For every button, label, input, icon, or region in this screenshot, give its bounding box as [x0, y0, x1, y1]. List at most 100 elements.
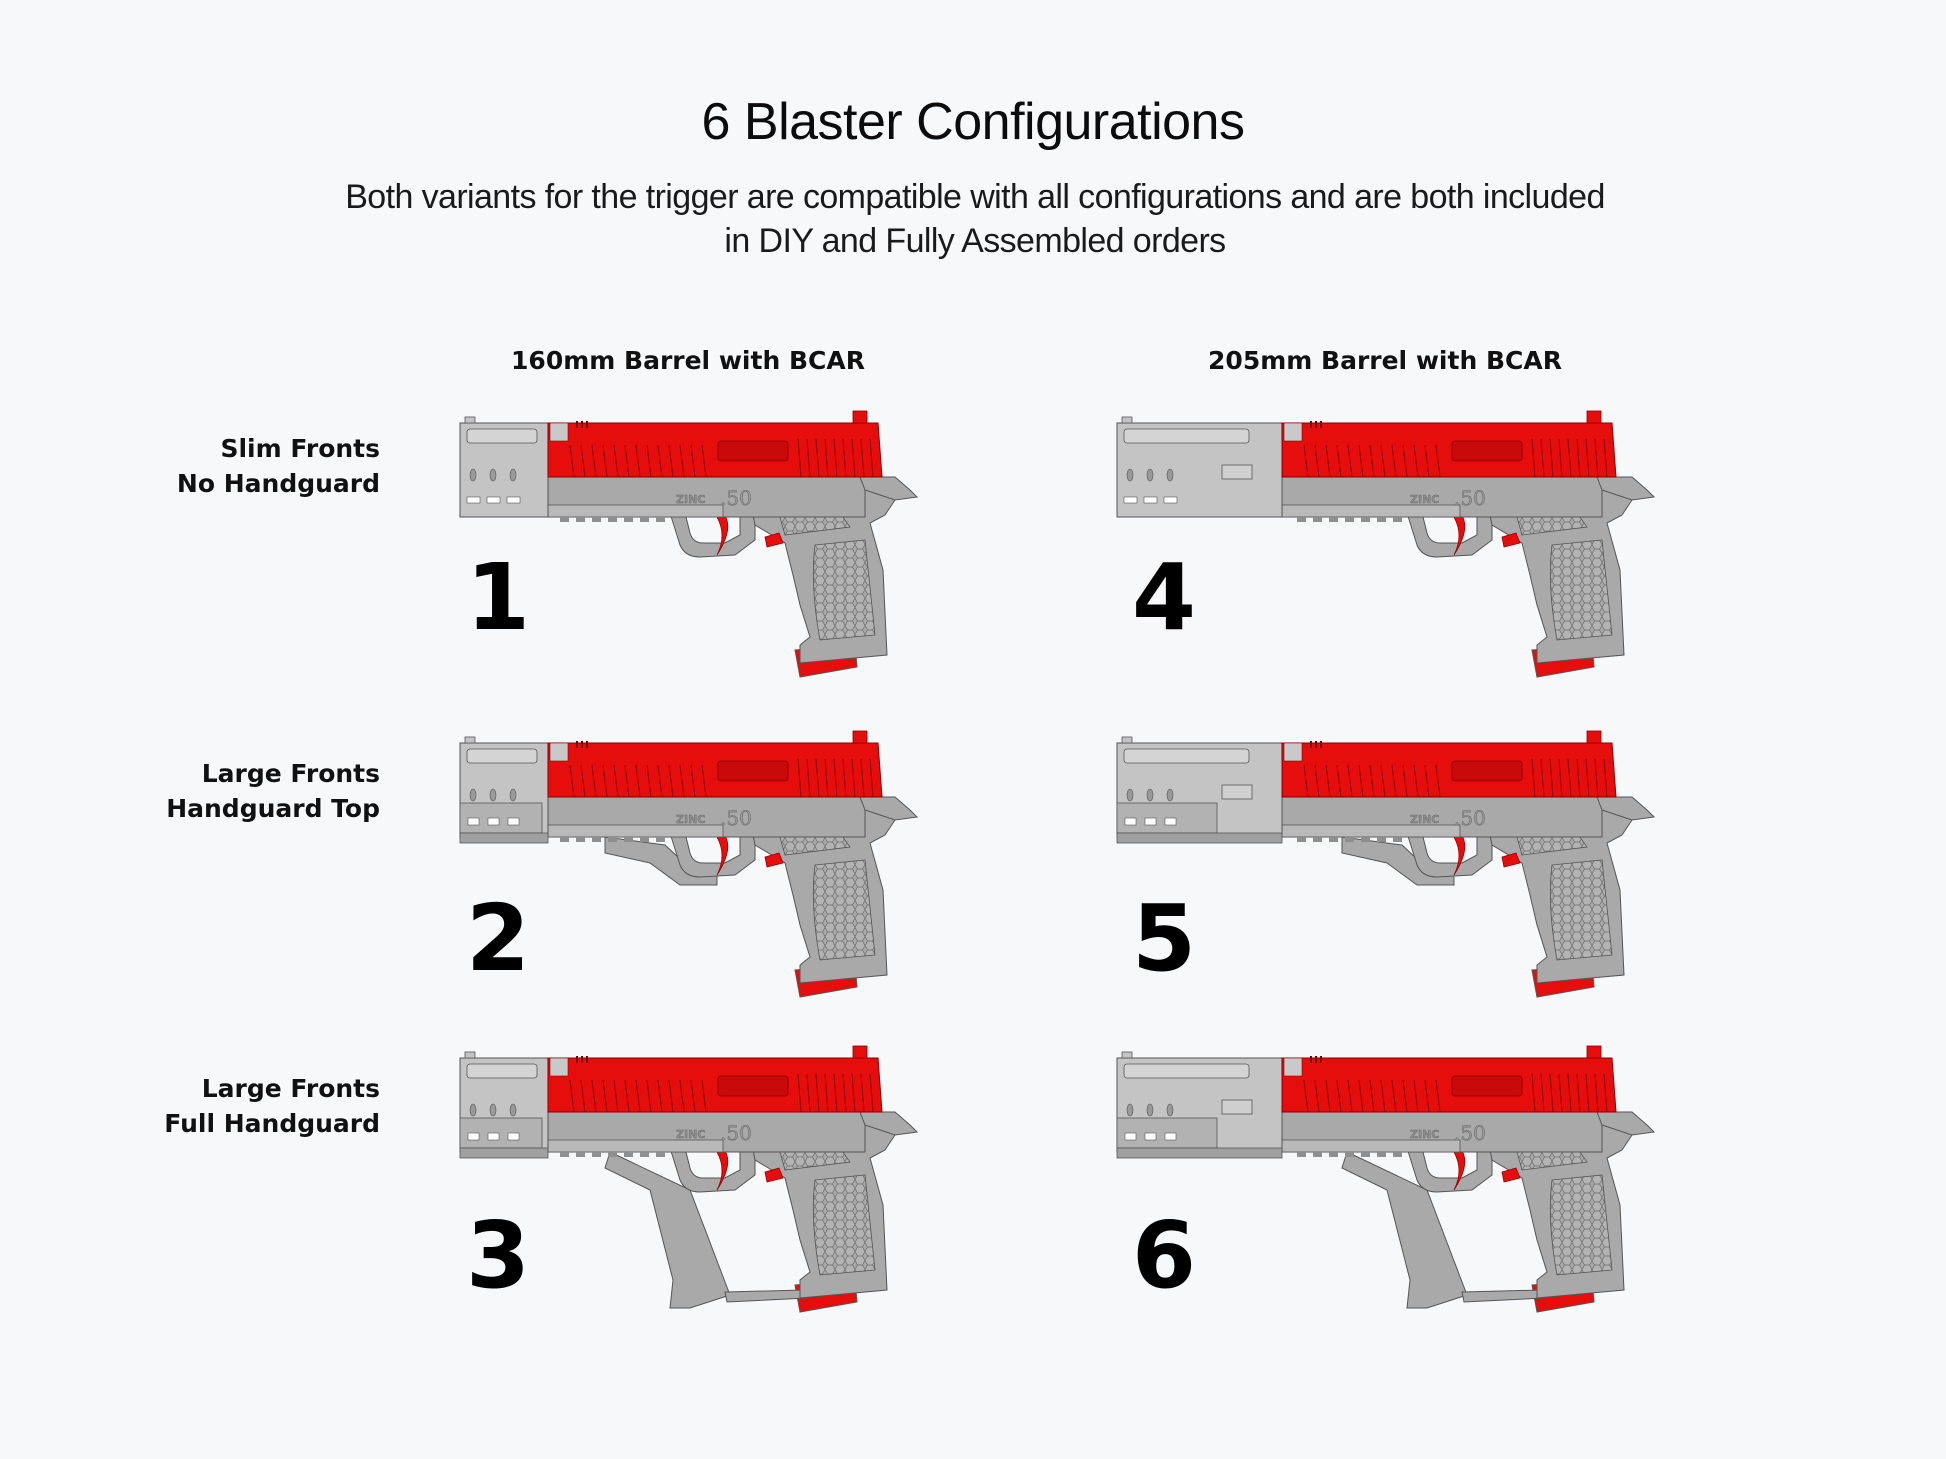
config-number-6: 6 [1132, 1202, 1197, 1309]
barrel-port [1221, 784, 1253, 800]
slide-serration [646, 444, 652, 478]
slide-serration [1424, 1079, 1430, 1113]
rail-notch [1345, 1152, 1354, 1157]
rail-notch [1393, 1152, 1402, 1157]
vent-slot [467, 1132, 480, 1141]
slide-serration [1336, 444, 1342, 478]
engraving-caliber: .50 [1454, 1121, 1486, 1145]
slide-serration [690, 444, 696, 478]
front-sight [464, 1051, 476, 1059]
slide-serration [1413, 444, 1419, 478]
slide-window [1451, 1075, 1523, 1097]
safety-lever [764, 1167, 784, 1183]
trigger [716, 1147, 729, 1191]
engraving-caliber: .50 [1454, 486, 1486, 510]
rear-serration [1594, 438, 1599, 478]
beavertail [1596, 476, 1656, 501]
rear-serration [833, 1073, 838, 1113]
slide-serration [690, 764, 696, 798]
rear-serration [1576, 1073, 1581, 1113]
handguard-top [1341, 836, 1455, 886]
trigger [1453, 832, 1466, 876]
slide-serration [1336, 1079, 1342, 1113]
slide-serration [613, 1079, 619, 1113]
rear-sight [852, 1045, 868, 1059]
rail-notch [560, 517, 569, 522]
vent-slot [466, 496, 481, 504]
trigger-guard [669, 832, 756, 878]
vent-oval [1126, 788, 1134, 802]
page-subtitle: Both variants for the trigger are compat… [345, 178, 1605, 260]
slide-vent [1310, 741, 1312, 748]
slide-serration [701, 1079, 707, 1113]
rear-serration [860, 1073, 865, 1113]
slide [547, 422, 883, 478]
front-sight [1121, 736, 1133, 744]
vent-oval [469, 1103, 477, 1117]
slide-serration [602, 764, 608, 798]
barrel-window [466, 1063, 538, 1079]
row-label-full-handguard: Large Fronts Full Handguard [164, 1071, 380, 1141]
vent-oval [1146, 788, 1154, 802]
handguard-grip [1341, 1151, 1468, 1309]
rear-serration [851, 758, 856, 798]
rail-notch [592, 1152, 601, 1157]
barrel-window [1123, 428, 1250, 444]
row-label-line1: Large Fronts [201, 759, 380, 788]
slide-vent [1320, 1056, 1322, 1063]
slide-serration [1402, 444, 1408, 478]
slide-serration [580, 1079, 586, 1113]
rail-notch [592, 837, 601, 842]
slide-serration [613, 444, 619, 478]
slide-vent [1315, 421, 1317, 428]
beavertail [859, 796, 919, 821]
slide-serration [701, 444, 707, 478]
handguard-rail [1116, 1147, 1283, 1159]
rear-serration [815, 438, 820, 478]
rail-notch [1297, 837, 1306, 842]
slide-serration [1435, 1079, 1441, 1113]
rear-serration [860, 438, 865, 478]
blaster-config-1: ZINC.50 [459, 410, 919, 678]
row-label-handguard-top: Large Fronts Handguard Top [166, 756, 380, 826]
rear-sight [852, 730, 868, 744]
blaster-config-3: ZINC.50 [459, 1045, 919, 1313]
rear-serration [1549, 758, 1554, 798]
rail-notch [1345, 517, 1354, 522]
blaster-config-6: ZINC.50 [1116, 1045, 1656, 1313]
vent-slot [1123, 496, 1138, 504]
handguard-top [604, 836, 718, 886]
beavertail [859, 1111, 919, 1136]
rear-serration [1594, 1073, 1599, 1113]
column-header-205mm: 205mm Barrel with BCAR [1208, 346, 1562, 375]
vent-slot [506, 496, 521, 504]
grip-texture [812, 1174, 876, 1276]
slide-serration [1380, 444, 1386, 478]
slide-serration [646, 764, 652, 798]
row-label-line2: No Handguard [176, 469, 380, 498]
slide-serration [624, 764, 630, 798]
slide-serration [1358, 444, 1364, 478]
rail-lower [1279, 1139, 1461, 1153]
slide-serration [591, 764, 597, 798]
slide-serration [1325, 764, 1331, 798]
beavertail [1596, 1111, 1656, 1136]
row-label-line2: Full Handguard [164, 1109, 380, 1138]
slide-serration [624, 1079, 630, 1113]
slide-vent [576, 741, 578, 748]
slide-serration [1347, 764, 1353, 798]
slide-serration [1369, 764, 1375, 798]
rail-notch [1361, 837, 1370, 842]
rear-serration [860, 758, 865, 798]
trigger-guard [1406, 512, 1493, 558]
vent-slot [507, 1132, 520, 1141]
rail-lower [1279, 504, 1461, 518]
rail-notch [656, 837, 665, 842]
barrel-window [1123, 748, 1250, 764]
engraving-brand: ZINC [676, 493, 705, 506]
trigger [1453, 1147, 1466, 1191]
rear-serration [806, 1073, 811, 1113]
page-title: 6 Blaster Configurations [701, 93, 1245, 151]
config-number-3: 3 [466, 1202, 531, 1309]
rail-notch [656, 517, 665, 522]
